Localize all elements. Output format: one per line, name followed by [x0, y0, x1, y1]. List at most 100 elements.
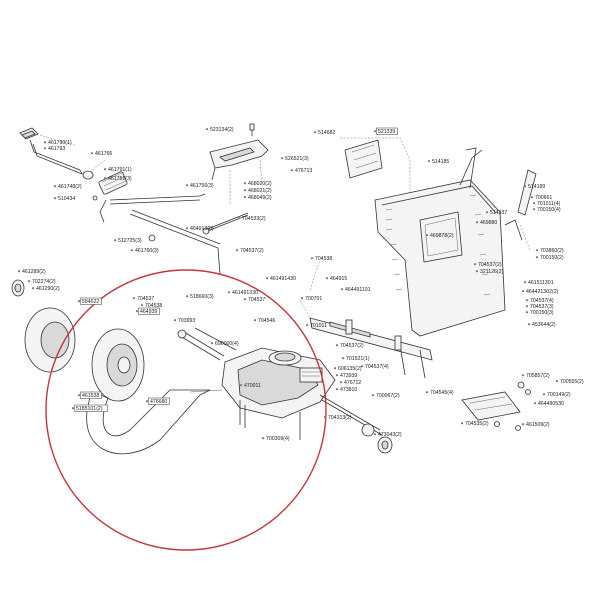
part-label: 470011 — [239, 383, 261, 389]
leader-dot — [140, 304, 144, 307]
part-number-text: 461793 — [48, 146, 65, 152]
leader-dot — [360, 365, 364, 368]
part-label: 512725(3) — [113, 238, 142, 244]
part-number-text: 523134(2) — [210, 127, 234, 133]
part-number-text: 700150(3) — [530, 310, 554, 316]
part-label: 704537(2) — [235, 248, 264, 254]
leader-dot — [523, 185, 527, 188]
leader-dot — [473, 263, 477, 266]
leader-dot — [210, 342, 214, 345]
part-label: 606135(2) — [333, 366, 362, 372]
part-label: 700661 — [530, 195, 552, 201]
leader-dot — [475, 221, 479, 224]
part-number-text: 514189 — [528, 184, 545, 190]
part-label: 461790(1) — [43, 140, 72, 146]
leader-dot — [532, 208, 536, 211]
part-label: 514185 — [427, 159, 449, 165]
part-number-text: 461511301 — [528, 280, 554, 286]
part-number-text: 700150(2) — [540, 255, 564, 261]
part-label: 468020(2) — [243, 181, 272, 187]
part-label: 704537(3) — [525, 304, 554, 310]
part-label: 704537(2) — [335, 343, 364, 349]
leader-dot — [261, 437, 265, 440]
part-label: 453644(2) — [527, 322, 556, 328]
part-number-text: 470011 — [244, 383, 261, 389]
part-label: 704533(2) — [237, 216, 266, 222]
part-label: 469878(2) — [425, 233, 454, 239]
part-label: 526521(3) — [280, 156, 309, 162]
part-label: 700067(2) — [371, 393, 400, 399]
part-number-text: 704537(4) — [530, 298, 554, 304]
part-number-text: 461289(2) — [22, 269, 46, 275]
leader-dot — [542, 393, 546, 396]
part-number-text: 473043(2) — [378, 432, 402, 438]
part-number-text: 473810 — [340, 387, 357, 393]
part-label: 703993 — [173, 318, 195, 324]
part-number-text: 700149(2) — [547, 392, 571, 398]
part-number-text: 700701 — [305, 296, 322, 302]
part-number-text: 464913(8) — [190, 226, 214, 232]
part-number-box — [376, 127, 398, 135]
wheel-assembly — [11, 279, 223, 455]
leader-dot — [310, 257, 314, 260]
part-number-text: 473939 — [340, 373, 357, 379]
leader-dot — [243, 189, 247, 192]
part-label: 476712 — [339, 380, 361, 386]
part-label: 461766 — [90, 151, 112, 157]
leader-dot — [305, 324, 309, 327]
part-label: 469880 — [475, 220, 497, 226]
part-number-text: 704313(2) — [328, 415, 352, 421]
part-label: 461793 — [43, 146, 65, 152]
part-number-text: 461491430 — [270, 276, 296, 282]
highlight-circle — [45, 269, 327, 551]
leader-dot — [77, 300, 81, 303]
part-number-text: 5185101(2) — [76, 406, 103, 412]
part-number-text: 321126(2) — [480, 269, 504, 275]
part-label: 321126(2) — [475, 269, 504, 275]
part-number-text: 514682 — [318, 130, 335, 136]
part-label: 701011 — [305, 323, 327, 329]
leader-dot — [425, 391, 429, 394]
leader-dot — [323, 416, 327, 419]
part-number-text: 461748(2) — [58, 184, 82, 190]
part-number-text: 461791(1) — [108, 167, 132, 173]
leader-dot — [27, 280, 31, 283]
part-number-text: 704535(2) — [465, 421, 489, 427]
part-label: 704538 — [140, 303, 162, 309]
leader-dot — [335, 344, 339, 347]
part-label: 464939 — [135, 307, 160, 315]
leader-dot — [113, 239, 117, 242]
part-label: 510434 — [53, 196, 75, 202]
leader-dot — [53, 197, 57, 200]
part-number-text: 514337 — [490, 210, 507, 216]
part-label: 704538 — [310, 256, 332, 262]
leader-dot — [475, 270, 479, 273]
part-label: 705857(2) — [521, 373, 550, 379]
leader-dot — [77, 394, 81, 397]
part-label: 464491101 — [340, 287, 371, 293]
part-number-text: 704537(2) — [240, 248, 264, 254]
part-number-text: 521339 — [378, 129, 395, 135]
part-label: 461511301 — [523, 280, 554, 286]
leader-dot — [135, 310, 139, 313]
part-label: 468021(2) — [243, 188, 272, 194]
part-label: 521339 — [373, 127, 398, 135]
part-label: 464913(8) — [185, 226, 214, 232]
part-label: 700150(3) — [525, 310, 554, 316]
part-number-text: 702274(2) — [32, 279, 56, 285]
part-number-text: 704538 — [315, 256, 332, 262]
part-label: 461290(2) — [31, 286, 60, 292]
part-number-text: 704537 — [248, 297, 265, 303]
part-number-text: 704537 — [137, 296, 154, 302]
part-label: 702274(2) — [27, 279, 56, 285]
leader-dot — [555, 380, 559, 383]
leader-dot — [132, 297, 136, 300]
part-label: 461791(1) — [103, 167, 132, 173]
part-label: 461751(3) — [103, 176, 132, 182]
leader-dot — [335, 388, 339, 391]
leader-dot — [535, 256, 539, 259]
leader-dot — [265, 277, 269, 280]
part-label: 690000(4) — [210, 341, 239, 347]
part-number-text: 700150(4) — [537, 207, 561, 213]
leader-dot — [17, 270, 21, 273]
